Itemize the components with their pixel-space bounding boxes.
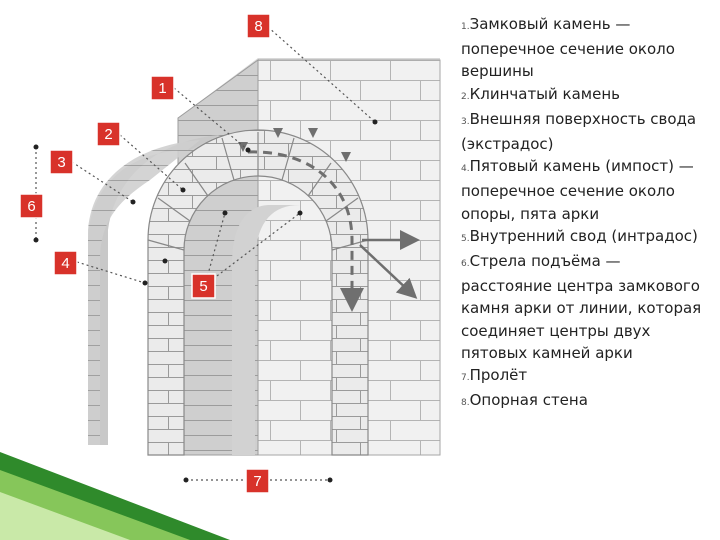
legend-num: 8. [461, 398, 470, 409]
legend-num: 6. [461, 259, 470, 270]
legend-text: Пятовый камень (импост) — поперечное сеч… [461, 157, 694, 223]
svg-text:1: 1 [158, 80, 166, 97]
callout-4: 4 [53, 250, 78, 276]
legend-text: Замковый камень — поперечное сечение око… [461, 15, 675, 81]
callout-8: 8 [246, 13, 271, 39]
load-markers [238, 128, 351, 162]
callout-7: 7 [245, 468, 270, 494]
legend-item-2: 2.Клинчатый камень [461, 83, 716, 108]
legend-num: 1. [461, 22, 470, 32]
legend-num: 7. [461, 373, 470, 384]
legend-num: 5. [461, 233, 470, 244]
legend-item-1: 1.Замковый камень — поперечное сечение о… [461, 13, 716, 83]
callout-5: 5 [191, 273, 216, 299]
svg-text:8: 8 [254, 18, 262, 35]
callout-1: 1 [150, 75, 175, 101]
legend-item-4: 4.Пятовый камень (импост) — поперечное с… [461, 155, 716, 225]
thrust-line [247, 150, 364, 312]
legend-text: Стрела подъёма — расстояние центра замко… [461, 252, 702, 362]
callout-3: 3 [49, 149, 74, 175]
arch-diagram: 8 1 2 3 6 4 5 7 [0, 13, 441, 540]
legend-item-3: 3.Внешняя поверхность свода (экстрадос) [461, 108, 716, 155]
voussoir-joints [147, 132, 369, 251]
legend-num: 3. [461, 116, 470, 127]
legend-item-6: 6.Стрела подъёма — расстояние центра зам… [461, 250, 716, 364]
svg-text:2: 2 [104, 126, 112, 143]
callout-2: 2 [96, 121, 121, 147]
legend-text: Опорная стена [469, 391, 588, 410]
opening-inner-shadow [232, 205, 300, 455]
svg-text:6: 6 [27, 198, 35, 215]
legend-text: Внешняя поверхность свода (экстрадос) [461, 109, 697, 154]
legend-item-8: 8.Опорная стена [461, 389, 716, 414]
svg-text:7: 7 [253, 473, 261, 490]
legend-item-7: 7.Пролёт [461, 364, 716, 389]
legend-num: 4. [461, 164, 470, 175]
svg-text:5: 5 [199, 278, 207, 295]
legend-list: 1.Замковый камень — поперечное сечение о… [461, 13, 716, 414]
diagonal-thrust-arrow [359, 244, 418, 299]
arch-side-face [88, 135, 220, 445]
legend-item-5: 5.Внутренний свод (интрадос) [461, 225, 716, 250]
svg-text:4: 4 [61, 255, 69, 272]
arch-side-face-left [88, 140, 200, 445]
svg-text:3: 3 [57, 154, 65, 171]
legend-text: Внутренний свод (интрадос) [469, 226, 698, 245]
corner-decoration [0, 452, 230, 540]
leader-dots [33, 119, 378, 483]
arch-front-face [147, 129, 369, 456]
callout-6: 6 [19, 193, 44, 219]
legend-num: 2. [461, 91, 470, 102]
legend-text: Пролёт [469, 366, 528, 385]
legend-text: Клинчатый камень [469, 84, 620, 103]
